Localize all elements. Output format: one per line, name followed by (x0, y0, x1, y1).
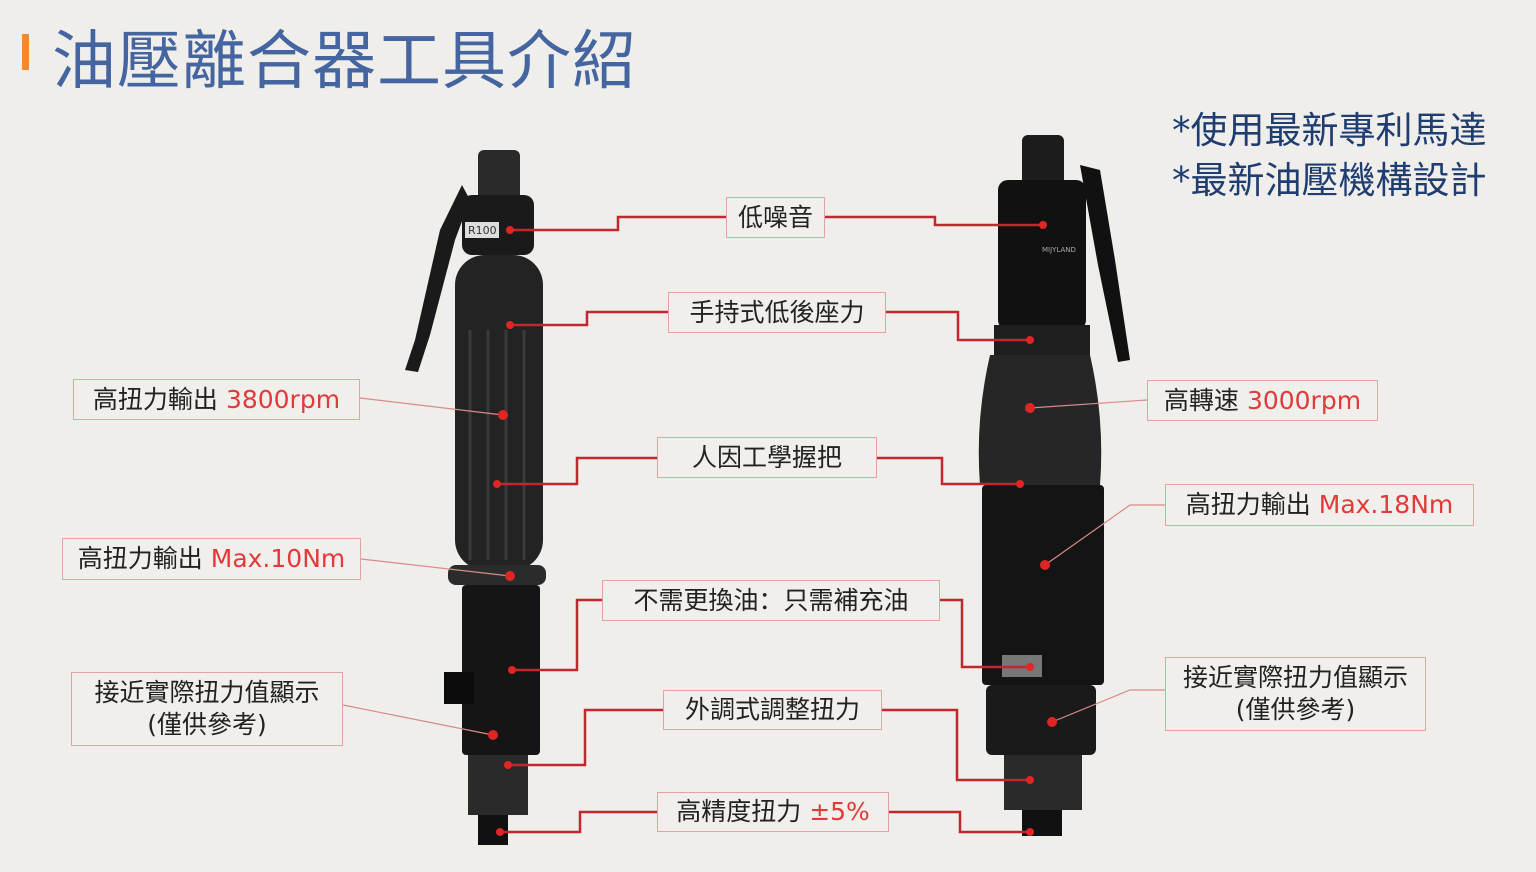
label-text: 接近實際扭力值顯示 (94, 678, 320, 707)
label-text: 高扭力輸出 (92, 384, 218, 414)
label-right-torque-display: 接近實際扭力值顯示 (僅供參考) (1165, 657, 1426, 731)
label-subtext: (僅供參考) (147, 710, 267, 739)
label-text: 接近實際扭力值顯示 (1182, 663, 1408, 692)
label-highlight: Max.18Nm (1318, 490, 1454, 519)
label-text: 不需更換油：只需補充油 (633, 585, 909, 615)
label-ergonomic-grip: 人因工學握把 (657, 437, 877, 478)
label-left-torque-display: 接近實際扭力值顯示 (僅供參考) (71, 672, 343, 746)
left-screwdriver-image: R100 (405, 150, 546, 845)
label-text: 高精度扭力 (676, 797, 802, 826)
title-accent-bar (22, 34, 29, 70)
right-screwdriver-image: MIJYLAND (978, 135, 1130, 836)
label-highlight: ±5% (809, 797, 870, 826)
label-highlight: Max.10Nm (210, 544, 346, 573)
label-text: 低噪音 (737, 202, 813, 232)
label-text: 高轉速 (1163, 385, 1239, 415)
label-text: 高扭力輸出 (77, 544, 203, 573)
right-brand-text: MIJYLAND (1042, 246, 1076, 254)
label-text: 高扭力輸出 (1185, 490, 1311, 519)
label-high-precision: 高精度扭力±5% (657, 792, 889, 832)
label-highlight: 3800rpm (225, 384, 341, 414)
note-hydraulic-design: *最新油壓機構設計 (1172, 159, 1487, 202)
label-low-recoil: 手持式低後座力 (668, 292, 886, 333)
pointer-dots (488, 221, 1057, 836)
left-model-text: R100 (468, 224, 497, 237)
label-highlight: 3000rpm (1246, 385, 1362, 415)
note-patent-motor: *使用最新專利馬達 (1172, 109, 1487, 152)
page-title: 油壓離合器工具介紹 (52, 25, 637, 99)
label-text: 外調式調整扭力 (684, 695, 860, 724)
label-text: 手持式低後座力 (689, 297, 865, 327)
label-external-torque-adjust: 外調式調整扭力 (663, 690, 882, 730)
label-text: 人因工學握把 (691, 442, 842, 472)
left-model-label (465, 222, 499, 238)
connector-lines (497, 215, 1043, 834)
label-low-noise: 低噪音 (726, 197, 825, 238)
label-subtext: (僅供參考) (1235, 695, 1356, 724)
label-no-oil-change: 不需更換油：只需補充油 (602, 580, 940, 621)
pointer-lines (342, 397, 1165, 736)
